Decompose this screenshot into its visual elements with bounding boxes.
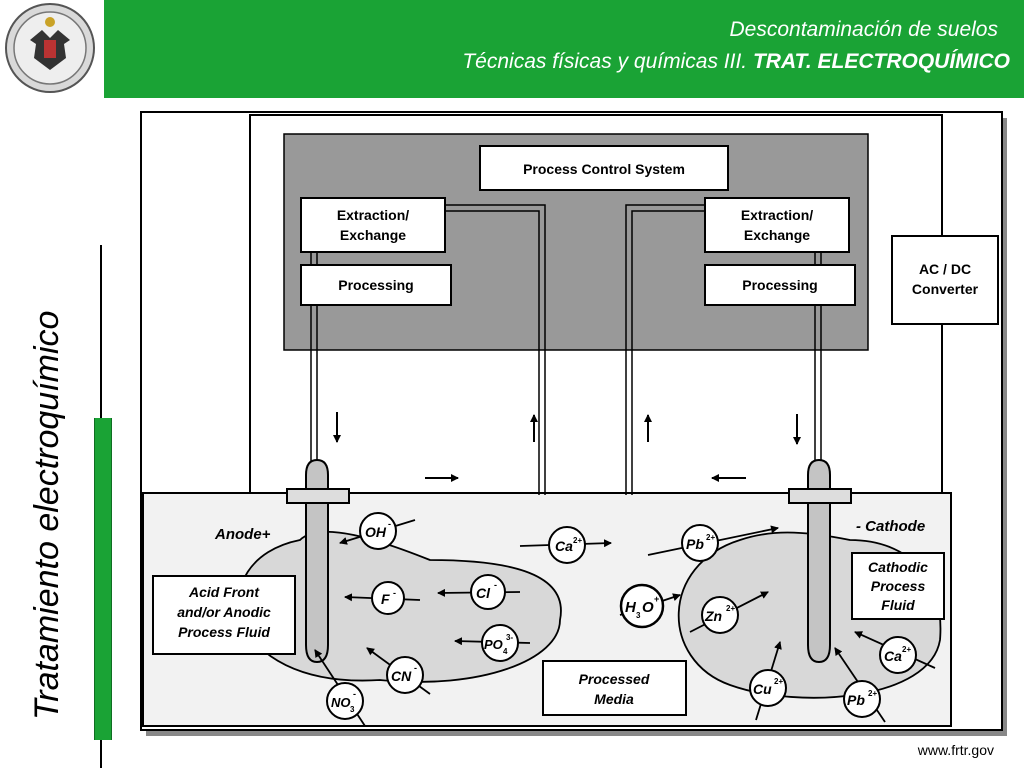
ion-f-charge: - [393, 588, 396, 598]
ion-ca-mid: Ca 2+ [519, 526, 612, 564]
ion-cl: Cl - [437, 574, 521, 610]
side-line-top [100, 245, 102, 418]
left-pipe-return [445, 204, 546, 495]
ion-no3-text: NO [331, 695, 351, 710]
processing-right-box: Processing [704, 264, 856, 306]
ion-h3o-sub: 3 [636, 611, 641, 620]
ion-ca-mid-text: Ca [555, 538, 573, 554]
coat-of-arms-icon [5, 3, 95, 93]
cathode-electrode [788, 458, 852, 664]
anode-electrode [286, 458, 350, 664]
ion-po4: PO 4 3- [454, 624, 531, 662]
ion-zn-charge: 2+ [726, 604, 735, 613]
ion-cn-charge: - [414, 663, 417, 673]
cathode-label: - Cathode [856, 518, 925, 535]
university-logo [0, 0, 100, 100]
process-control-box: Process Control System [479, 145, 729, 191]
ion-zn: Zn 2+ [689, 591, 769, 634]
source-url[interactable]: www.frtr.gov [917, 742, 994, 758]
ion-cn: CN - [366, 647, 431, 695]
ion-oh: OH - [339, 512, 416, 550]
ion-po4-charge: 3- [506, 633, 513, 642]
extraction-right-text-2: Exchange [744, 227, 810, 243]
extraction-right-box: Extraction/ Exchange [704, 197, 850, 253]
cathodic-fluid-text-3: Fluid [881, 597, 915, 613]
header-bar: Descontaminación de suelos Técnicas físi… [104, 0, 1024, 98]
cathodic-fluid-box: Cathodic Process Fluid [851, 552, 945, 620]
right-pipe-return [625, 204, 705, 495]
ion-h3o-charge: + [654, 594, 659, 604]
ion-pb-bottom: Pb 2+ [834, 647, 886, 723]
ion-f: F - [344, 581, 421, 615]
ion-po4-sub: 4 [503, 647, 508, 656]
ion-no3: NO 3 - [314, 649, 366, 727]
acid-front-text-3: Process Fluid [178, 624, 270, 640]
ion-ca-right-charge: 2+ [902, 645, 911, 654]
processing-left-box: Processing [300, 264, 452, 306]
processing-right-text: Processing [742, 277, 817, 293]
cathodic-fluid-text-1: Cathodic [868, 559, 928, 575]
process-control-text: Process Control System [523, 161, 685, 177]
ion-cu: Cu 2+ [749, 641, 787, 721]
processed-media-text-1: Processed [579, 671, 650, 687]
ion-oh-charge: - [388, 519, 391, 529]
ion-f-text: F [381, 591, 390, 607]
ion-pb-top-text: Pb [686, 536, 704, 552]
converter-text-1: AC / DC [919, 261, 971, 277]
cathodic-fluid-text-2: Process [871, 578, 926, 594]
side-green-bar [94, 418, 112, 740]
processing-left-text: Processing [338, 277, 413, 293]
processed-media-box: Processed Media [542, 660, 687, 716]
title-line-2-text: Técnicas físicas y químicas III. [462, 50, 753, 73]
converter-text-2: Converter [912, 281, 979, 297]
title-line-1: Descontaminación de suelos [729, 18, 999, 41]
ion-ca-right: Ca 2+ [854, 631, 936, 674]
ion-pb-top: Pb 2+ [647, 524, 779, 562]
extraction-left-text-1: Extraction/ [337, 207, 409, 223]
ion-h3o-o: O [642, 599, 654, 616]
ion-po4-text: PO [484, 637, 503, 652]
acid-front-box: Acid Front and/or Anodic Process Fluid [152, 575, 296, 655]
ion-pb-bottom-charge: 2+ [868, 689, 877, 698]
acid-front-text-2: and/or Anodic [177, 604, 271, 620]
anode-label: Anode+ [214, 526, 271, 543]
title-line-2: Técnicas físicas y químicas III. TRAT. E… [462, 50, 1010, 74]
extraction-left-text-2: Exchange [340, 227, 406, 243]
right-pipe-down [814, 215, 822, 490]
ion-no3-sub: 3 [350, 705, 355, 714]
ion-oh-text: OH [365, 524, 387, 540]
left-pipe-down [310, 215, 318, 490]
extraction-left-box: Extraction/ Exchange [300, 197, 446, 253]
ion-pb-top-charge: 2+ [706, 533, 715, 542]
ion-ca-mid-charge: 2+ [573, 536, 582, 545]
side-line-bottom [100, 740, 102, 768]
ion-cu-charge: 2+ [774, 677, 783, 686]
ion-no3-charge: - [353, 689, 356, 699]
ion-cn-text: CN [391, 668, 412, 684]
title-line-2-bold: TRAT. ELECTROQUÍMICO [752, 50, 1010, 73]
processed-media-text-2: Media [594, 691, 634, 707]
ion-h3o-h: H [625, 599, 637, 616]
ion-zn-text: Zn [704, 608, 722, 624]
acid-front-text-1: Acid Front [188, 584, 260, 600]
ion-ca-right-text: Ca [884, 648, 902, 664]
ion-cu-text: Cu [753, 681, 772, 697]
ion-cl-charge: - [494, 580, 497, 590]
ion-cl-text: Cl [476, 585, 491, 601]
extraction-right-text-1: Extraction/ [741, 207, 813, 223]
ion-pb-bottom-text: Pb [847, 692, 865, 708]
converter-box: AC / DC Converter [891, 235, 999, 325]
ion-h3o: H 3 O + [619, 583, 681, 629]
